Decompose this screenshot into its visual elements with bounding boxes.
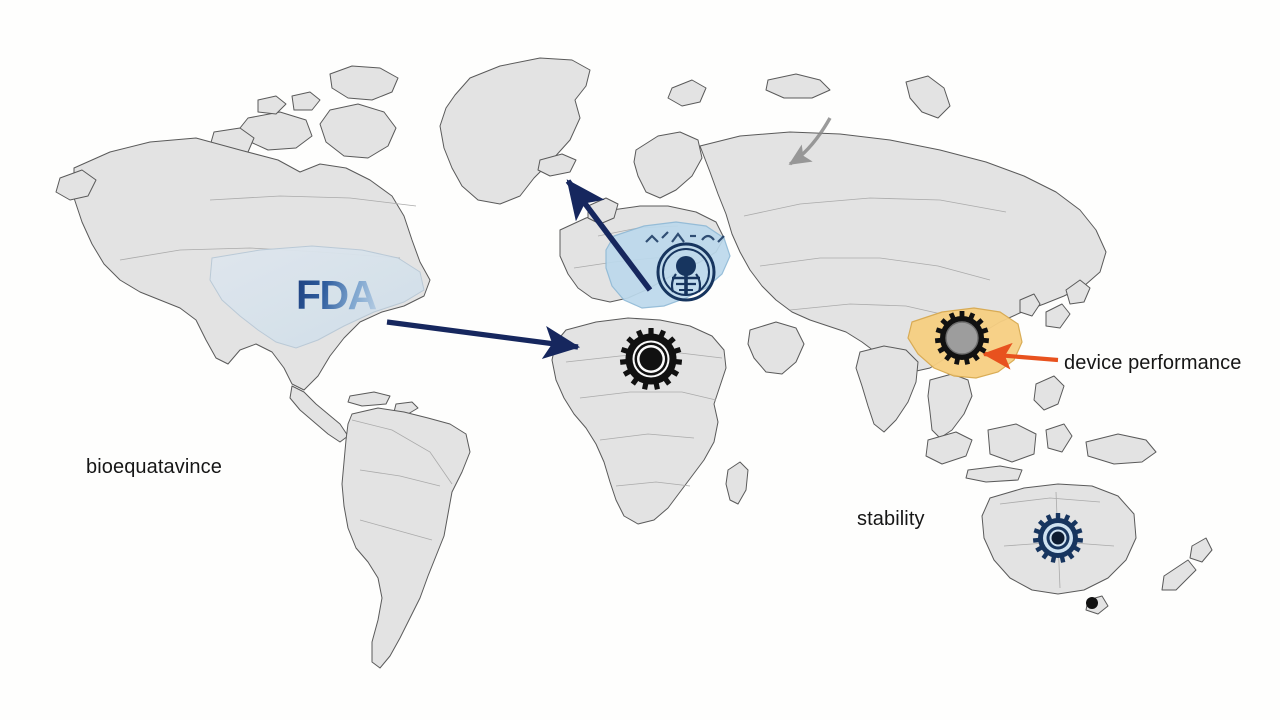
landmass-scandinavia [633, 131, 703, 199]
arrow-arctic-curve [788, 117, 832, 166]
landmass-japan-a [1065, 279, 1091, 305]
label-bioequivalence: bioequatavince [86, 456, 222, 478]
landmass-new-guinea [1085, 433, 1157, 465]
marker-dot-southern [1086, 597, 1098, 609]
landmass-south-america [341, 407, 471, 669]
landmass-java [965, 465, 1023, 483]
landmass-borneo [987, 423, 1037, 463]
landmass-new-zealand-a [1189, 537, 1213, 563]
arrow-us-to-africa [386, 319, 581, 360]
landmass-indochina [927, 373, 973, 439]
landmass-ellesmere [329, 65, 399, 101]
emblem-script-marks [645, 231, 725, 243]
landmass-cuba [347, 391, 391, 407]
gear-china-icon[interactable] [934, 311, 990, 365]
landmass-korea [1019, 293, 1041, 317]
landmass-novaya-zemlya [905, 75, 951, 119]
landmass-sumatra [925, 431, 973, 465]
label-stability: stability [857, 508, 925, 530]
landmass-arctic-isle-a [291, 91, 321, 111]
landmass-iceland [537, 153, 577, 177]
landmass-franz-josef [765, 73, 831, 99]
fda-wordmark: FDA [296, 272, 377, 318]
arrow-china-to-label [982, 342, 1059, 370]
landmass-madagascar [725, 461, 749, 505]
gear-africa-icon[interactable] [619, 328, 683, 390]
landmass-arctic-isle-b [257, 95, 287, 115]
landmass-alaska [55, 169, 97, 201]
landmass-africa [551, 317, 727, 525]
landmass-arabia [747, 321, 805, 375]
landmass-japan-b [1045, 303, 1071, 329]
label-device-performance: device performance [1064, 352, 1242, 374]
ema-emblem-icon[interactable] [645, 231, 725, 302]
landmass-svalbard [667, 79, 707, 107]
landmass-sulawesi [1045, 423, 1073, 453]
gear-australia-icon[interactable] [1032, 513, 1084, 563]
arrow-europe-to-greenland [565, 179, 653, 292]
landmass-philippines [1033, 375, 1065, 411]
landmass-new-zealand-b [1161, 559, 1197, 591]
usa-highlight-region [209, 245, 425, 349]
landmass-india [855, 345, 919, 433]
landmass-central-america [289, 385, 349, 443]
landmass-baffin [319, 103, 397, 159]
